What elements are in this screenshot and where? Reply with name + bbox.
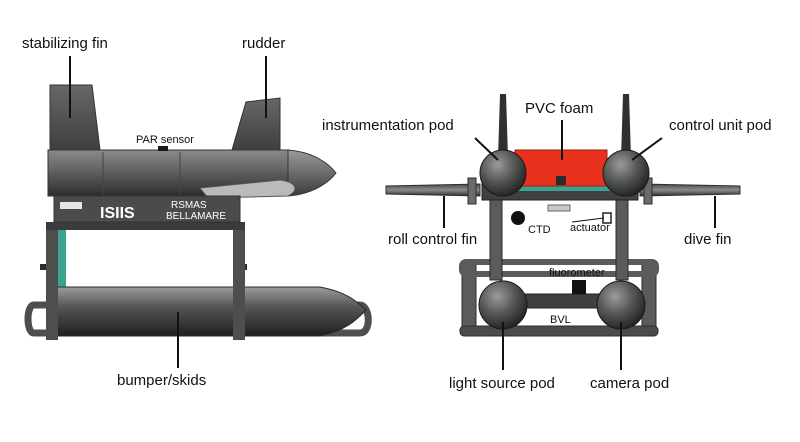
label-light-source-pod: light source pod [449, 375, 555, 392]
label-roll-control-fin: roll control fin [388, 231, 477, 248]
actuator-bar [547, 204, 571, 212]
label-bvl: BVL [550, 314, 571, 326]
hull-line-2: BELLAMARE [166, 211, 226, 222]
bumper-skids [24, 260, 372, 340]
light-source-pod [478, 280, 528, 330]
label-stabilizing-fin: stabilizing fin [22, 35, 108, 52]
par-sensor-mount [158, 146, 168, 151]
label-bumper-skids: bumper/skids [117, 372, 206, 389]
label-instrumentation-pod: instrumentation pod [322, 117, 454, 134]
label-control-unit-pod: control unit pod [669, 117, 772, 134]
side-hull [47, 146, 337, 197]
label-rudder: rudder [242, 35, 285, 52]
label-camera-pod: camera pod [590, 375, 669, 392]
right-vertical-fin [621, 94, 631, 158]
label-actuator: actuator [570, 222, 610, 234]
instrumentation-pod [479, 149, 527, 197]
label-fluorometer: fluorometer [549, 267, 605, 279]
camera-pod [596, 280, 646, 330]
stabilizing-fin [49, 84, 101, 151]
leader-control-unit-pod [631, 137, 663, 161]
label-pvc-foam: PVC foam [525, 100, 593, 117]
teal-strip [58, 222, 66, 302]
hull-name-panel: ISIIS RSMAS BELLAMARE [53, 195, 241, 223]
front-frame [459, 197, 659, 337]
leader-actuator [571, 217, 605, 223]
front-view: instrumentation pod PVC foam control uni… [322, 94, 772, 392]
dive-fin [639, 183, 741, 197]
side-view: ISIIS RSMAS BELLAMARE stabilizing fin ru… [22, 35, 372, 389]
label-ctd: CTD [528, 224, 551, 236]
hull-name: ISIIS [100, 205, 135, 222]
ctd-sensor [511, 211, 525, 225]
front-teal-strip [510, 183, 610, 191]
nose-cone [287, 149, 337, 197]
label-dive-fin: dive fin [684, 231, 732, 248]
control-unit-pod [602, 149, 650, 197]
side-dive-fin [199, 179, 296, 199]
left-vertical-fin [498, 94, 508, 158]
roll-control-fin [385, 183, 481, 197]
leader-instrumentation-pod [474, 137, 499, 161]
hull-line-1: RSMAS [171, 200, 207, 211]
rudder [231, 97, 281, 151]
fluorometer-box [572, 280, 586, 294]
label-par-sensor: PAR sensor [136, 134, 194, 146]
